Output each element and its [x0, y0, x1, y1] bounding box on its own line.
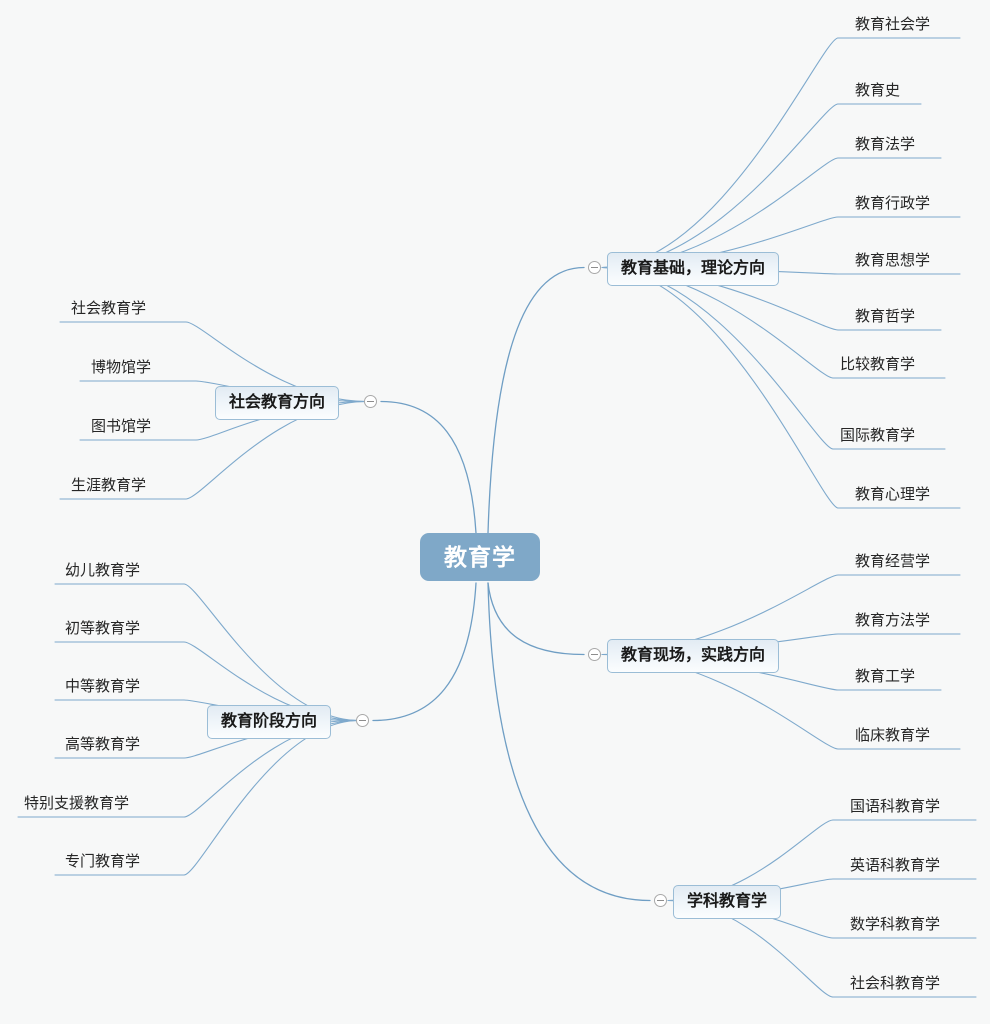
leaf-node[interactable]: 教育工学: [855, 668, 916, 685]
leaf-node[interactable]: 数学科教育学: [850, 916, 941, 933]
leaf-node[interactable]: 社会教育学: [71, 300, 147, 317]
branch-node-b1[interactable]: 教育基础，理论方向: [607, 252, 780, 287]
branch-node-b3[interactable]: 学科教育学: [673, 885, 782, 920]
leaf-node[interactable]: 高等教育学: [65, 736, 141, 753]
leaf-node[interactable]: 教育哲学: [855, 308, 916, 325]
root-node[interactable]: 教育学: [420, 533, 540, 582]
leaf-node[interactable]: 生涯教育学: [71, 477, 147, 494]
collapse-toggle-b4[interactable]: [364, 395, 377, 408]
connector-line: [487, 582, 585, 656]
connector-line: [601, 266, 834, 450]
branch-node-b5[interactable]: 教育阶段方向: [207, 705, 332, 740]
leaf-node[interactable]: 英语科教育学: [850, 857, 941, 874]
collapse-toggle-b3[interactable]: [654, 894, 667, 907]
leaf-node[interactable]: 中等教育学: [65, 678, 141, 695]
leaf-node[interactable]: 教育经营学: [855, 553, 931, 570]
leaf-node[interactable]: 初等教育学: [65, 620, 141, 637]
collapse-toggle-b5[interactable]: [356, 714, 369, 727]
leaf-node[interactable]: 图书馆学: [91, 418, 152, 435]
collapse-toggle-b1[interactable]: [588, 261, 601, 274]
connector-line: [183, 583, 360, 722]
leaf-node[interactable]: 博物馆学: [91, 359, 152, 376]
leaf-node[interactable]: 教育方法学: [855, 612, 931, 629]
leaf-node[interactable]: 教育法学: [855, 136, 916, 153]
connector-line: [601, 103, 839, 269]
connector-line: [601, 37, 839, 269]
leaf-node[interactable]: 专门教育学: [65, 853, 141, 870]
branch-node-b2[interactable]: 教育现场，实践方向: [607, 639, 780, 674]
leaf-node[interactable]: 教育心理学: [855, 486, 931, 503]
leaf-node[interactable]: 教育史: [855, 82, 901, 99]
leaf-node[interactable]: 社会科教育学: [850, 975, 941, 992]
leaf-node[interactable]: 国语科教育学: [850, 798, 941, 815]
connector-line: [380, 400, 477, 534]
leaf-node[interactable]: 幼儿教育学: [65, 562, 141, 579]
leaf-node[interactable]: 临床教育学: [855, 727, 931, 744]
leaf-node[interactable]: 教育社会学: [855, 16, 931, 33]
leaf-node[interactable]: 国际教育学: [840, 427, 916, 444]
leaf-node[interactable]: 教育思想学: [855, 252, 931, 269]
leaf-node[interactable]: 比较教育学: [840, 356, 916, 373]
connector-line: [487, 582, 651, 902]
leaf-node[interactable]: 特别支援教育学: [24, 795, 130, 812]
connector-line: [372, 582, 477, 722]
connector-line: [183, 719, 360, 876]
leaf-node[interactable]: 教育行政学: [855, 195, 931, 212]
branch-node-b4[interactable]: 社会教育方向: [215, 386, 340, 421]
connector-line: [601, 266, 839, 509]
connector-line: [487, 266, 585, 534]
collapse-toggle-b2[interactable]: [588, 648, 601, 661]
